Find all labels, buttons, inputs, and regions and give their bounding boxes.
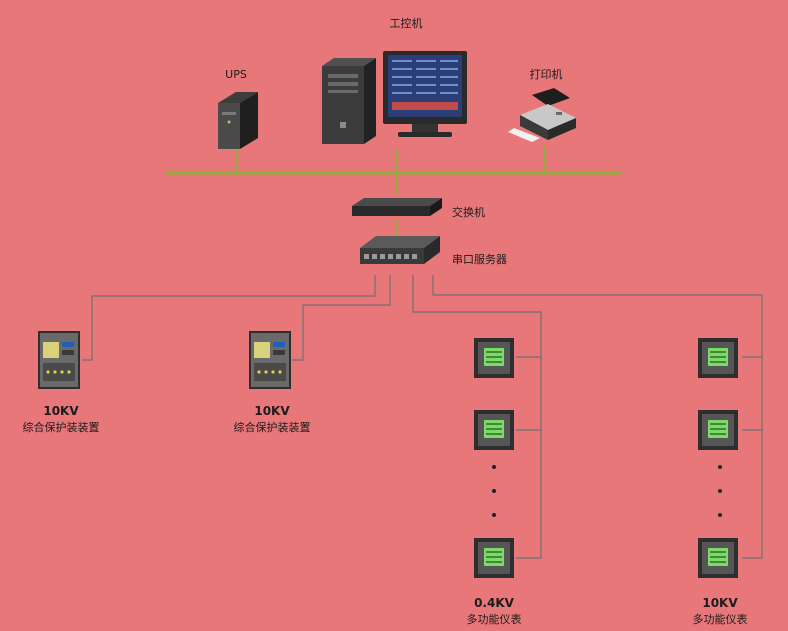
meters-low-subtitle: 多功能仪表 <box>466 613 522 626</box>
ups-label: UPS <box>225 68 247 81</box>
ellipsis-dots-2 <box>718 465 722 517</box>
protection-b-subtitle: 综合保护装装置 <box>233 421 311 434</box>
ups-icon <box>218 92 258 149</box>
meter-0-4kv-2-icon <box>474 410 514 450</box>
serial-server-icon <box>360 236 440 264</box>
meter-10kv-1-icon <box>698 338 738 378</box>
switch-label: 交换机 <box>452 206 485 219</box>
protection-a-title: 10KV <box>43 404 79 418</box>
ethernet-bus <box>165 145 622 236</box>
workstation-icon <box>322 51 467 144</box>
serial-server-label: 串口服务器 <box>452 253 507 266</box>
ellipsis-dots-1 <box>492 465 496 517</box>
serial-wiring <box>82 275 763 559</box>
protection-b-title: 10KV <box>254 404 290 418</box>
meter-0-4kv-1-icon <box>474 338 514 378</box>
meter-0-4kv-n-icon <box>474 538 514 578</box>
meters-low-title: 0.4KV <box>474 596 514 610</box>
printer-icon <box>508 88 576 142</box>
workstation-label: 工控机 <box>389 17 423 30</box>
meters-high-subtitle: 多功能仪表 <box>692 613 748 626</box>
meter-10kv-n-icon <box>698 538 738 578</box>
printer-label: 打印机 <box>529 68 563 81</box>
protection-device-b-icon <box>249 331 291 389</box>
meter-10kv-2-icon <box>698 410 738 450</box>
protection-a-subtitle: 综合保护装装置 <box>22 421 100 434</box>
switch-icon <box>352 198 442 216</box>
meters-high-title: 10KV <box>702 596 738 610</box>
protection-device-a-icon <box>38 331 80 389</box>
